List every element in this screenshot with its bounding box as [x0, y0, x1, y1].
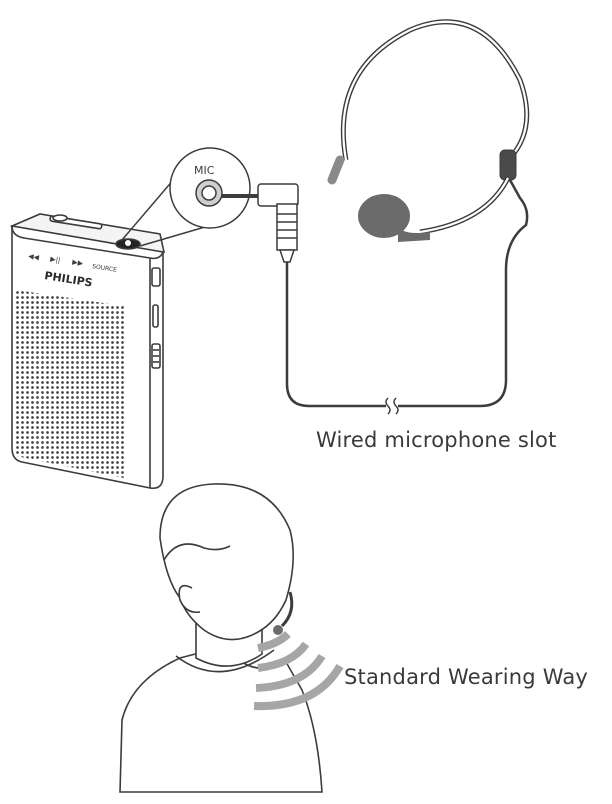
voice-amplifier-device [9, 213, 166, 490]
cable-break-mark [385, 397, 391, 415]
mic-cable-right [398, 179, 529, 408]
headset-microphone [327, 19, 530, 242]
device-source-label: SOURCE [92, 263, 118, 274]
device-button-play: ▶|| [50, 255, 61, 264]
speaker-grille [16, 290, 124, 478]
standard-wearing-way-label: Standard Wearing Way [344, 665, 589, 689]
mic-jack-callout [121, 147, 299, 263]
sound-waves [253, 631, 344, 711]
person-wearing-headset [119, 483, 323, 793]
wired-microphone-slot-label: Wired microphone slot [316, 428, 557, 452]
mic-jack-label: MIC [194, 164, 215, 177]
device-button-next: ▶▶ [72, 258, 84, 268]
mic-cable-left [285, 262, 386, 408]
device-button-prev: ◀◀ [28, 252, 40, 262]
